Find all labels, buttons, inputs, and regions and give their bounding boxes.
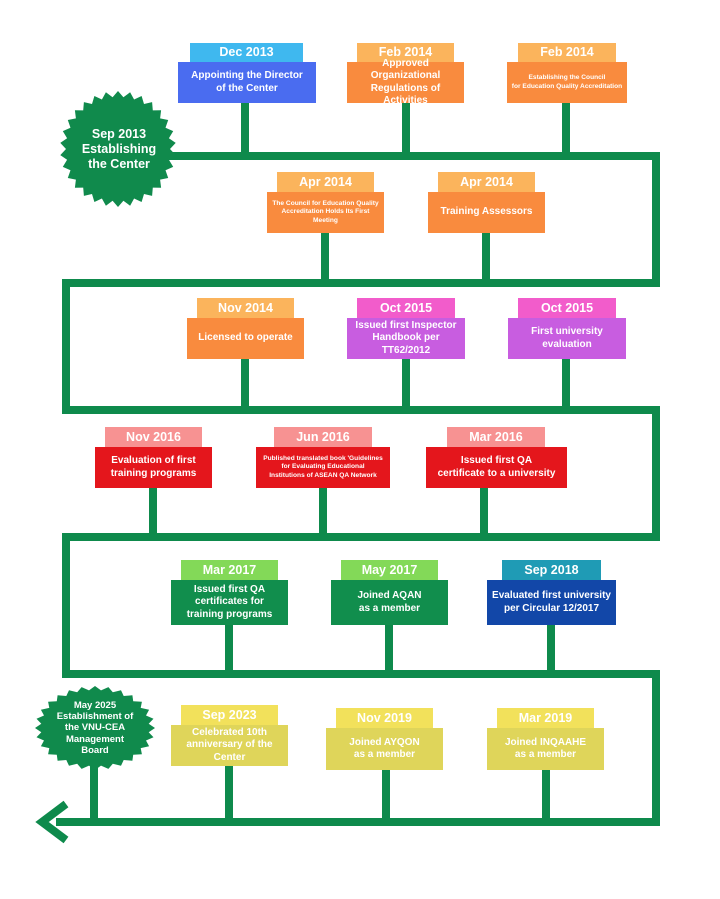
- event-date: Nov 2014: [197, 298, 294, 318]
- event-date: Oct 2015: [518, 298, 616, 318]
- event-mar-2016: Mar 2016 Issued first QA certificate to …: [426, 427, 567, 488]
- event-date: Feb 2014: [357, 43, 454, 62]
- event-description: Joined INQAAHE as a member: [487, 728, 604, 770]
- event-feb-2014-council: Feb 2014 Establishing the Council for Ed…: [507, 43, 627, 103]
- event-description: Issued first QA certificates for trainin…: [171, 580, 288, 625]
- event-description: Establishing the Council for Education Q…: [507, 62, 627, 103]
- event-date: Sep 2023: [181, 705, 278, 725]
- event-description: Joined AYQON as a member: [326, 728, 443, 770]
- start-badge-text: Sep 2013 Establishing the Center: [81, 126, 157, 171]
- event-date: Jun 2016: [274, 427, 372, 447]
- event-date: Feb 2014: [518, 43, 616, 62]
- event-date: Mar 2016: [447, 427, 545, 447]
- event-jun-2016: Jun 2016 Published translated book 'Guid…: [256, 427, 390, 488]
- event-mar-2019: Mar 2019 Joined INQAAHE as a member: [487, 708, 604, 770]
- event-description: The Council for Education Quality Accred…: [267, 192, 384, 233]
- event-date: Apr 2014: [438, 172, 535, 192]
- event-description: Evaluated first university per Circular …: [487, 580, 616, 625]
- event-may-2017: May 2017 Joined AQAN as a member: [331, 560, 448, 625]
- event-nov-2016: Nov 2016 Evaluation of first training pr…: [95, 427, 212, 488]
- end-badge-text: May 2025 Establishment of the VNU-CEA Ma…: [56, 699, 134, 756]
- event-description: Licensed to operate: [187, 318, 304, 359]
- event-date: Sep 2018: [502, 560, 601, 580]
- event-nov-2014: Nov 2014 Licensed to operate: [187, 298, 304, 359]
- event-description: Appointing the Director of the Center: [178, 62, 316, 103]
- event-date: Nov 2019: [336, 708, 433, 728]
- event-description: Joined AQAN as a member: [331, 580, 448, 625]
- event-description: Published translated book 'Guidelines fo…: [256, 447, 390, 488]
- event-nov-2019: Nov 2019 Joined AYQON as a member: [326, 708, 443, 770]
- event-date: Apr 2014: [277, 172, 374, 192]
- event-date: Oct 2015: [357, 298, 455, 318]
- event-dec-2013: Dec 2013 Appointing the Director of the …: [178, 43, 316, 103]
- event-oct-2015-evaluation: Oct 2015 First university evaluation: [508, 298, 626, 359]
- event-date: May 2017: [341, 560, 438, 580]
- event-apr-2014-meeting: Apr 2014 The Council for Education Quali…: [267, 172, 384, 233]
- event-description: Celebrated 10th anniversary of the Cente…: [171, 725, 288, 766]
- event-oct-2015-handbook: Oct 2015 Issued first Inspector Handbook…: [347, 298, 465, 359]
- event-sep-2023: Sep 2023 Celebrated 10th anniversary of …: [171, 705, 288, 766]
- event-sep-2018: Sep 2018 Evaluated first university per …: [487, 560, 616, 625]
- event-description: Issued first Inspector Handbook per TT62…: [347, 318, 465, 359]
- event-date: Nov 2016: [105, 427, 202, 447]
- event-description: Training Assessors: [428, 192, 545, 233]
- event-feb-2014-regulations: Feb 2014 Approved Organizational Regulat…: [347, 43, 464, 106]
- track-path: [56, 152, 660, 826]
- event-description: Evaluation of first training programs: [95, 447, 212, 488]
- event-description: Approved Organizational Regulations of A…: [347, 58, 464, 106]
- event-date: Mar 2019: [497, 708, 594, 728]
- event-description: Issued first QA certificate to a univers…: [426, 447, 567, 488]
- event-date: Dec 2013: [190, 43, 303, 62]
- end-starburst-badge: [35, 686, 155, 770]
- arrow-head-icon: [35, 800, 69, 844]
- event-mar-2017: Mar 2017 Issued first QA certificates fo…: [171, 560, 288, 625]
- event-date: Mar 2017: [181, 560, 278, 580]
- start-starburst-badge: [60, 91, 176, 207]
- event-description: First university evaluation: [508, 318, 626, 359]
- event-apr-2014-training: Apr 2014 Training Assessors: [428, 172, 545, 233]
